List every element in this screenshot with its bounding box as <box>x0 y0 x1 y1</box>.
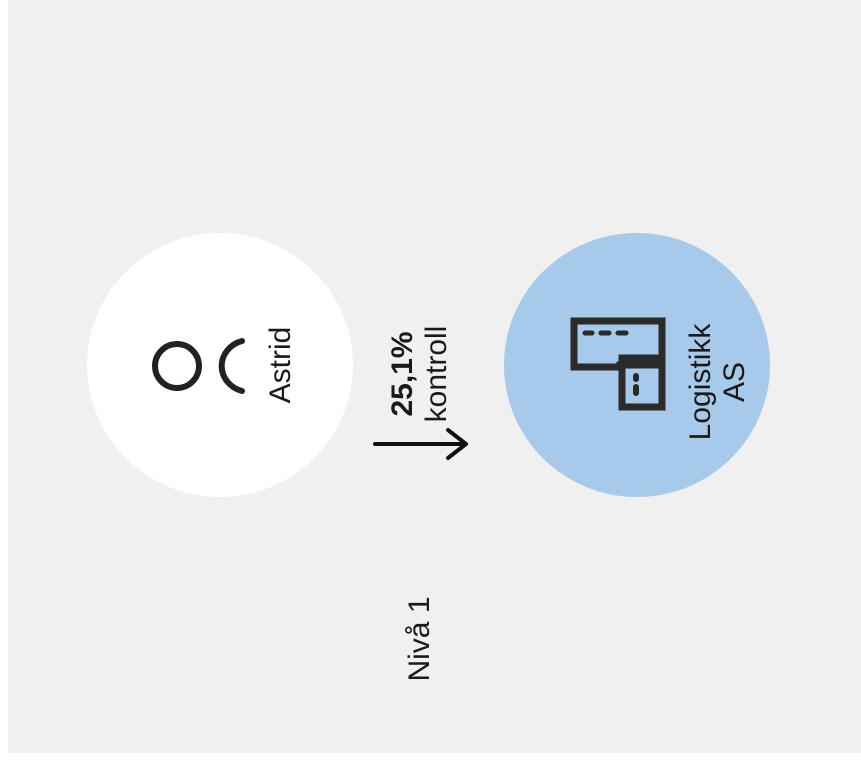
company-name-label: Logistikk AS <box>684 307 752 457</box>
ownership-percentage: 25,1% <box>386 331 419 417</box>
ownership-edge-label: 25,1% kontroll <box>386 309 454 439</box>
arrow-icon <box>373 428 468 460</box>
company-name-line1: Logistikk <box>684 323 717 441</box>
ownership-description: kontroll <box>420 325 453 423</box>
initials-oc-icon <box>152 338 245 394</box>
company-name-line2: AS <box>718 361 751 403</box>
person-name-label: Astrid <box>264 326 297 404</box>
building-icon <box>570 317 666 411</box>
level-label: Nivå 1 <box>403 596 436 682</box>
